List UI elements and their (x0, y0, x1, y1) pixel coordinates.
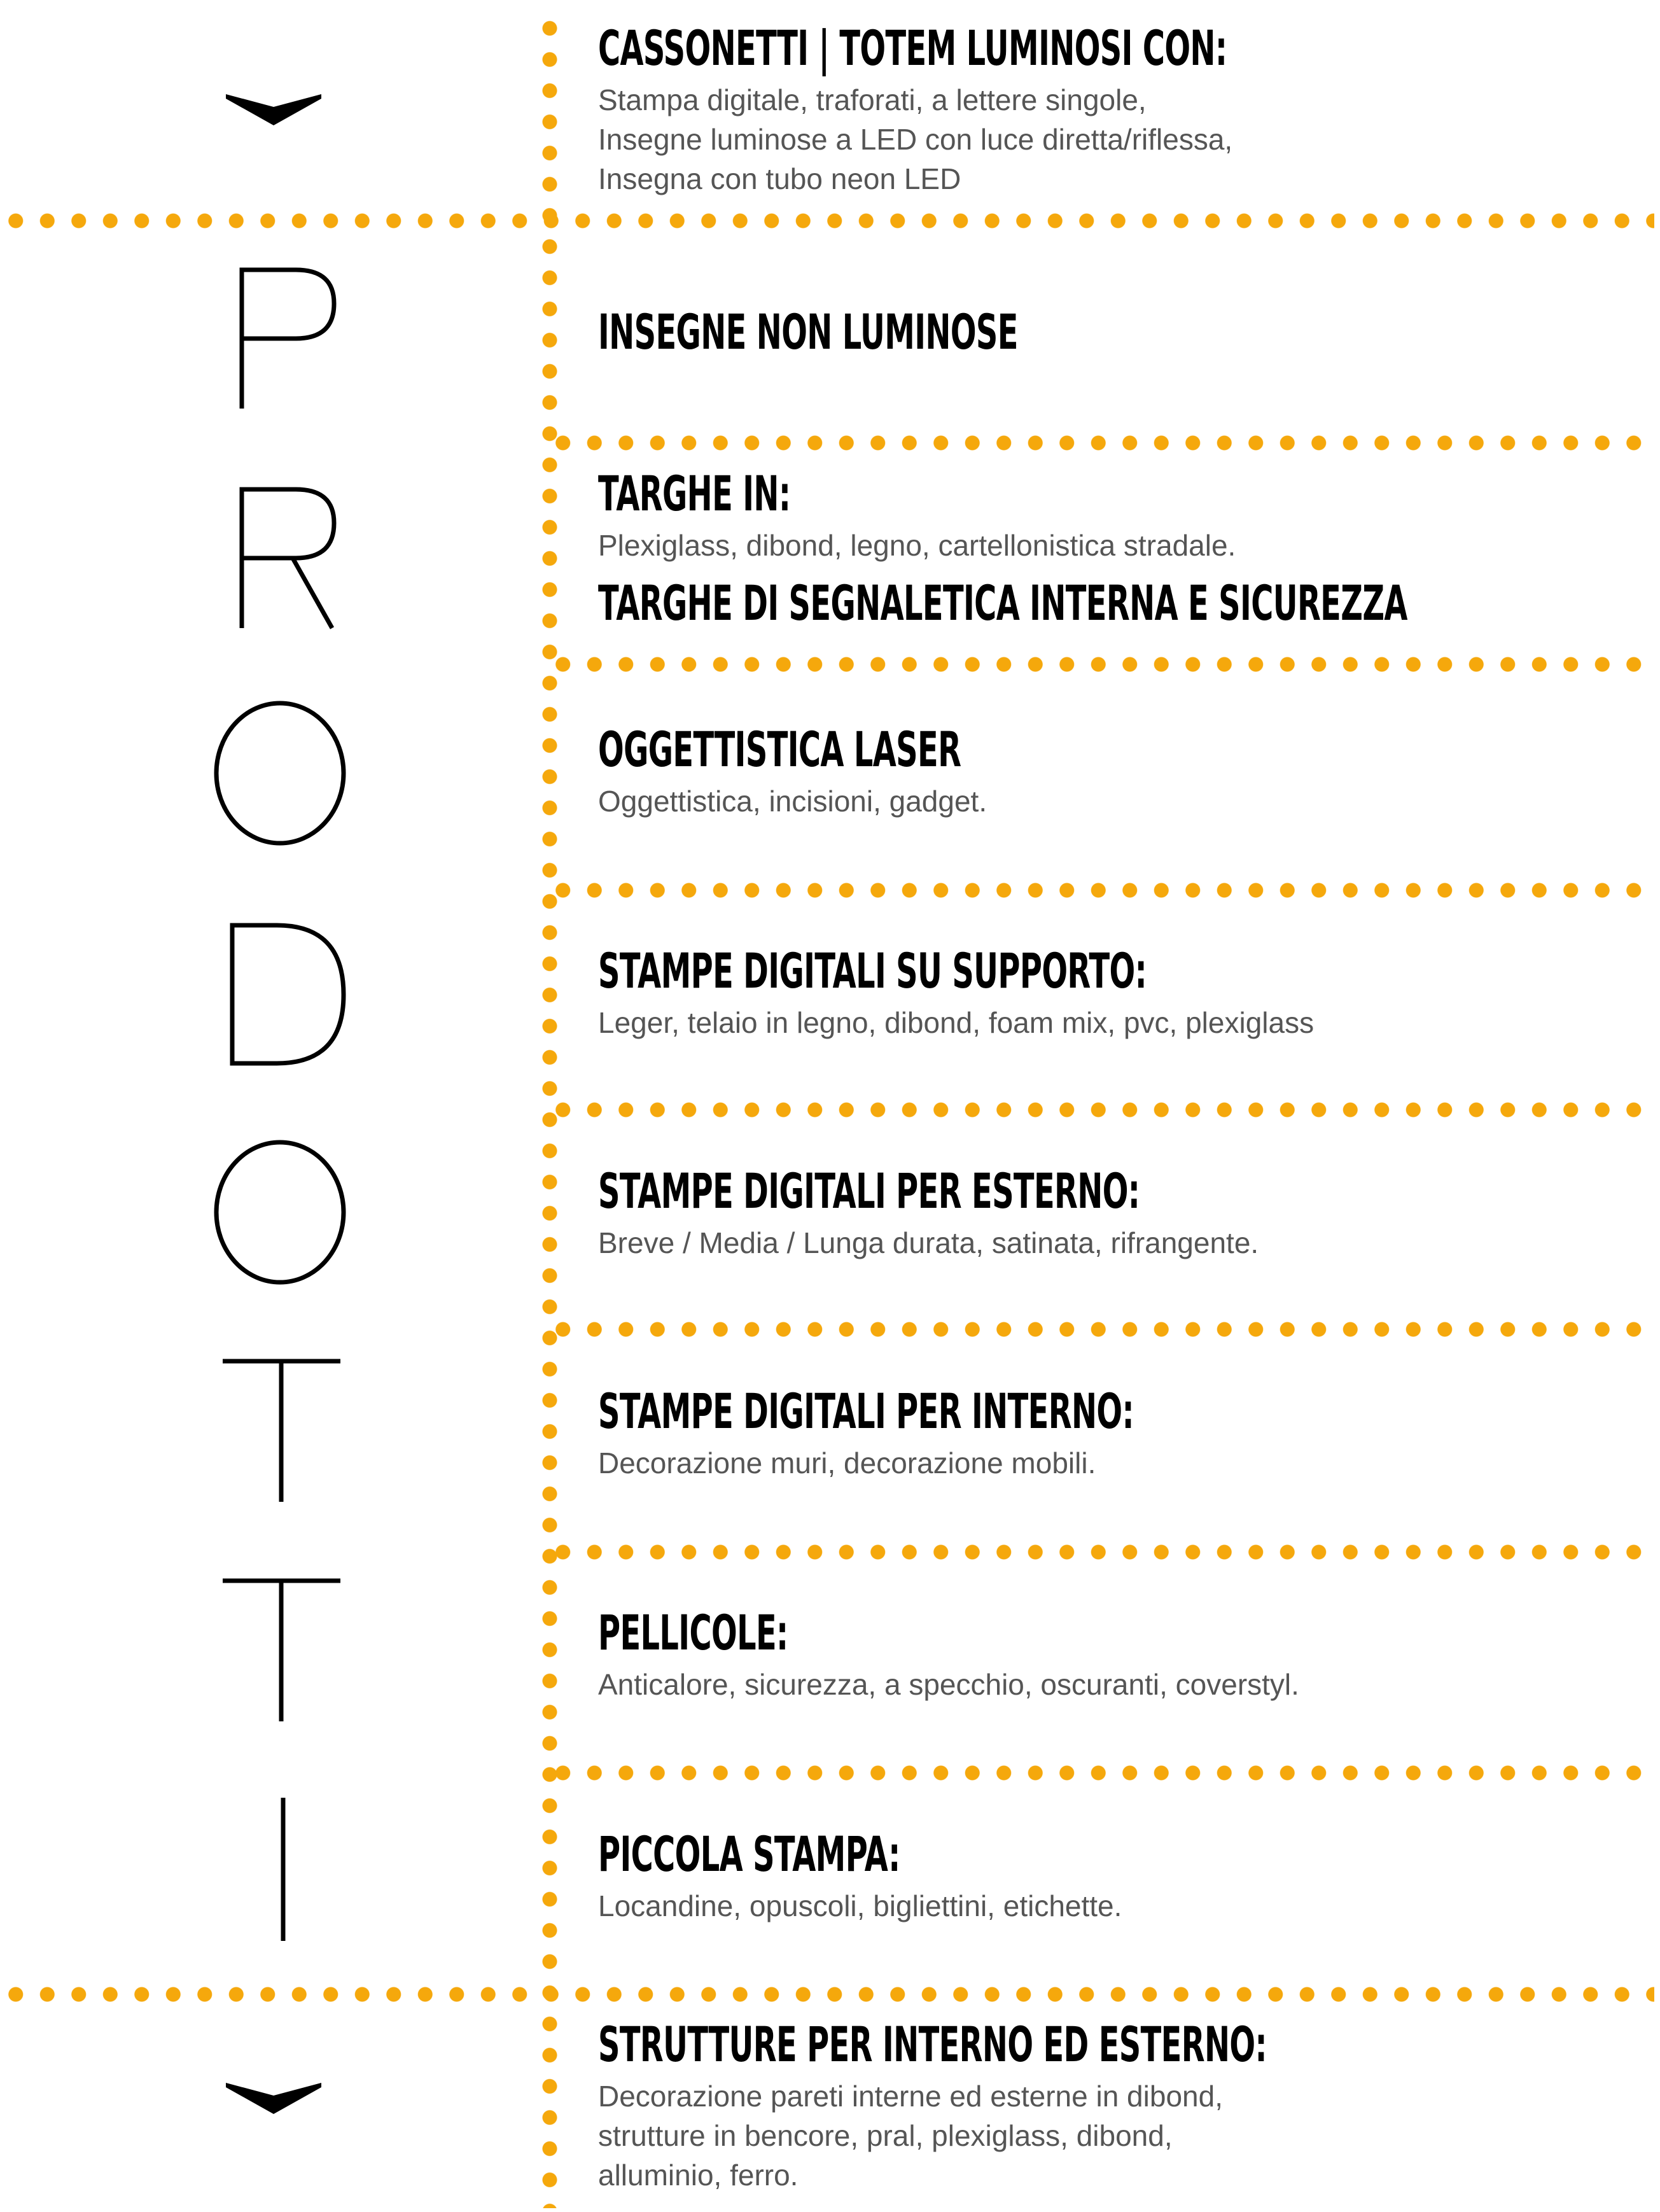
description-line: alluminio, ferro. (598, 2159, 799, 2192)
description-line: Stampa digitale, traforati, a lettere si… (598, 83, 1147, 116)
dotted-divider (547, 1101, 1654, 1119)
dotted-divider (547, 655, 1654, 673)
section-title: STAMPE DIGITALI SU SUPPORTO: (598, 942, 1147, 999)
section-title: TARGHE IN: (598, 465, 791, 522)
description-line: Decorazione muri, decorazione mobili. (598, 1446, 1096, 1480)
chevron-down-icon (226, 94, 321, 125)
description-line: Decorazione pareti interne ed esterne in… (598, 2080, 1223, 2113)
section-description: Leger, telaio in legno, dibond, foam mix… (598, 1003, 1642, 1042)
description-line: Oggettistica, incisioni, gadget. (598, 785, 987, 818)
section-description: Decorazione pareti interne ed esterne in… (598, 2076, 1642, 2195)
dotted-divider (547, 1764, 1654, 1782)
side-letter (214, 1140, 346, 1285)
section-title: OGGETTISTICA LASER (598, 721, 961, 778)
section-description: Decorazione muri, decorazione mobili. (598, 1443, 1642, 1483)
section-title-secondary: TARGHE DI SEGNALETICA INTERNA E SICUREZZ… (598, 575, 1408, 631)
description-line: Breve / Media / Lunga durata, satinata, … (598, 1226, 1259, 1259)
side-letter (223, 1359, 340, 1502)
section-title: STAMPE DIGITALI PER ESTERNO: (598, 1163, 1140, 1219)
section-description: Stampa digitale, traforati, a lettere si… (598, 80, 1642, 199)
section-strutture: STRUTTURE PER INTERNO ED ESTERNO: Decora… (598, 2020, 1642, 2195)
section-stampe-supporto: STAMPE DIGITALI SU SUPPORTO: Leger, tela… (598, 947, 1642, 1042)
dotted-divider (547, 434, 1654, 452)
section-title: INSEGNE NON LUMINOSE (598, 304, 1018, 360)
chevron-down-icon (226, 2083, 321, 2114)
section-description: Plexiglass, dibond, legno, cartellonisti… (598, 526, 1642, 565)
description-line: Anticalore, sicurezza, a specchio, oscur… (598, 1668, 1299, 1701)
section-oggettistica-laser: OGGETTISTICA LASER Oggettistica, incisio… (598, 725, 1642, 821)
dotted-divider-full (0, 1985, 1654, 2003)
section-description: Breve / Media / Lunga durata, satinata, … (598, 1223, 1642, 1263)
side-letter (214, 701, 346, 846)
side-letter (223, 1578, 340, 1721)
description-line: Plexiglass, dibond, legno, cartellonisti… (598, 529, 1236, 562)
section-title: STAMPE DIGITALI PER INTERNO: (598, 1383, 1134, 1439)
description-line: Locandine, opuscoli, bigliettini, etiche… (598, 1889, 1122, 1922)
side-letter (239, 487, 337, 629)
section-piccola-stampa: PICCOLA STAMPA: Locandine, opuscoli, big… (598, 1830, 1642, 1926)
section-cassonetti: CASSONETTI | TOTEM LUMINOSI CON: Stampa … (598, 24, 1642, 199)
section-description: Locandine, opuscoli, bigliettini, etiche… (598, 1886, 1642, 1926)
dotted-divider-full (0, 212, 1654, 230)
section-targhe: TARGHE IN: Plexiglass, dibond, legno, ca… (598, 470, 1642, 627)
section-title: PICCOLA STAMPA: (598, 1826, 900, 1882)
section-description: Oggettistica, incisioni, gadget. (598, 781, 1642, 821)
dotted-divider (547, 881, 1654, 899)
section-insegne-non-luminose: INSEGNE NON LUMINOSE (598, 308, 1642, 356)
side-letter (230, 923, 346, 1066)
section-title: STRUTTURE PER INTERNO ED ESTERNO: (598, 2016, 1267, 2073)
section-description: Anticalore, sicurezza, a specchio, oscur… (598, 1665, 1642, 1704)
dotted-divider (547, 1320, 1654, 1338)
side-letter (239, 267, 337, 409)
section-title: PELLICOLE: (598, 1604, 788, 1661)
side-letter (281, 1798, 286, 1941)
description-line: Insegne luminose a LED con luce diretta/… (598, 123, 1233, 156)
description-line: strutture in bencore, pral, plexiglass, … (598, 2119, 1173, 2152)
description-line: Insegna con tubo neon LED (598, 162, 961, 195)
section-stampe-interno: STAMPE DIGITALI PER INTERNO: Decorazione… (598, 1387, 1642, 1483)
section-stampe-esterno: STAMPE DIGITALI PER ESTERNO: Breve / Med… (598, 1167, 1642, 1263)
section-pellicole: PELLICOLE: Anticalore, sicurezza, a spec… (598, 1609, 1642, 1704)
section-title: CASSONETTI | TOTEM LUMINOSI CON: (598, 20, 1227, 76)
description-line: Leger, telaio in legno, dibond, foam mix… (598, 1006, 1315, 1039)
dotted-divider (547, 1543, 1654, 1561)
